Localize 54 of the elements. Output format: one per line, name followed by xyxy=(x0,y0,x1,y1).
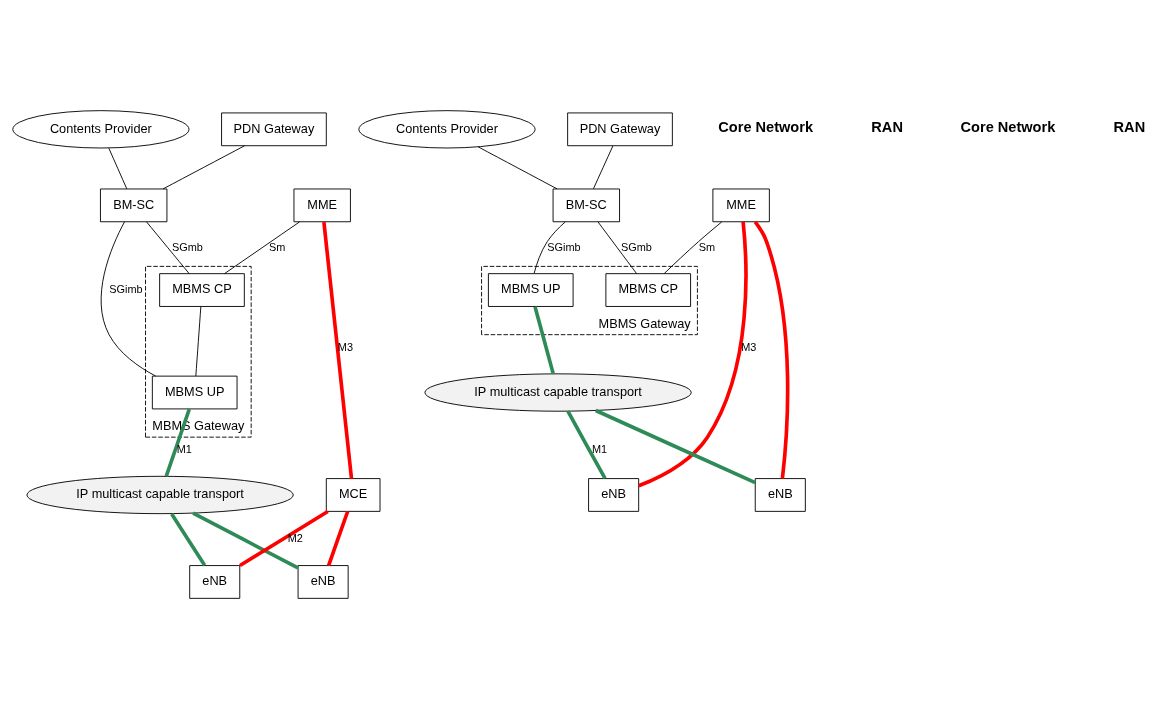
node-box: PDN Gateway xyxy=(567,111,673,146)
connector xyxy=(162,144,245,189)
edge-label: M2 xyxy=(287,531,303,544)
connector xyxy=(533,221,566,274)
edge-label: SGimb xyxy=(109,282,143,295)
connector xyxy=(477,145,558,189)
edge-label: Sm xyxy=(698,240,716,253)
connector xyxy=(753,220,790,479)
connector xyxy=(663,220,723,274)
connector xyxy=(566,409,607,479)
connector xyxy=(593,145,614,189)
node-box: BM-SC xyxy=(552,188,620,222)
connector xyxy=(100,220,157,376)
edge-label: Sm xyxy=(268,240,286,253)
node-box: MBMS CP xyxy=(159,272,245,307)
node-box: eNB xyxy=(189,564,241,599)
edge-label: SGmb xyxy=(620,240,652,253)
node-box: eNB xyxy=(754,477,806,512)
node-ellipse: IP multicast capable transport xyxy=(26,475,294,514)
label: RAN xyxy=(1113,118,1146,135)
connector xyxy=(146,220,190,274)
label: Core Network xyxy=(718,118,814,135)
connector xyxy=(192,511,299,569)
connector xyxy=(170,512,207,566)
edge-label: SGmb xyxy=(171,240,203,253)
connector xyxy=(108,147,128,189)
connector xyxy=(239,509,329,567)
node-ellipse: Contents Provider xyxy=(358,109,536,148)
node-box: MBMS UP xyxy=(487,272,574,307)
node-box: MBMS UP xyxy=(151,375,238,409)
node-box: PDN Gateway xyxy=(221,111,327,146)
connector xyxy=(326,510,350,566)
edge-label: M1 xyxy=(176,442,192,455)
connector xyxy=(322,221,354,479)
connector xyxy=(597,220,638,274)
connector xyxy=(638,221,748,487)
node-box: MCE xyxy=(325,477,381,512)
edge-label: SGimb xyxy=(547,240,581,253)
connector xyxy=(533,305,555,374)
label: RAN xyxy=(871,118,903,135)
node-ellipse: IP multicast capable transport xyxy=(424,372,692,412)
connector xyxy=(224,220,301,274)
node-box: BM-SC xyxy=(100,188,168,222)
connector xyxy=(195,305,202,376)
edge-label: M1 xyxy=(591,442,608,455)
node-box: eNB xyxy=(588,477,640,512)
node-box: MBMS CP xyxy=(605,272,692,307)
edge-label: M3 xyxy=(741,340,757,353)
connector xyxy=(595,408,756,484)
label: Core Network xyxy=(960,118,1056,135)
node-box: MME xyxy=(293,188,351,222)
node-box: eNB xyxy=(297,564,349,599)
node-ellipse: Contents Provider xyxy=(12,109,190,148)
node-box: MME xyxy=(712,188,770,222)
